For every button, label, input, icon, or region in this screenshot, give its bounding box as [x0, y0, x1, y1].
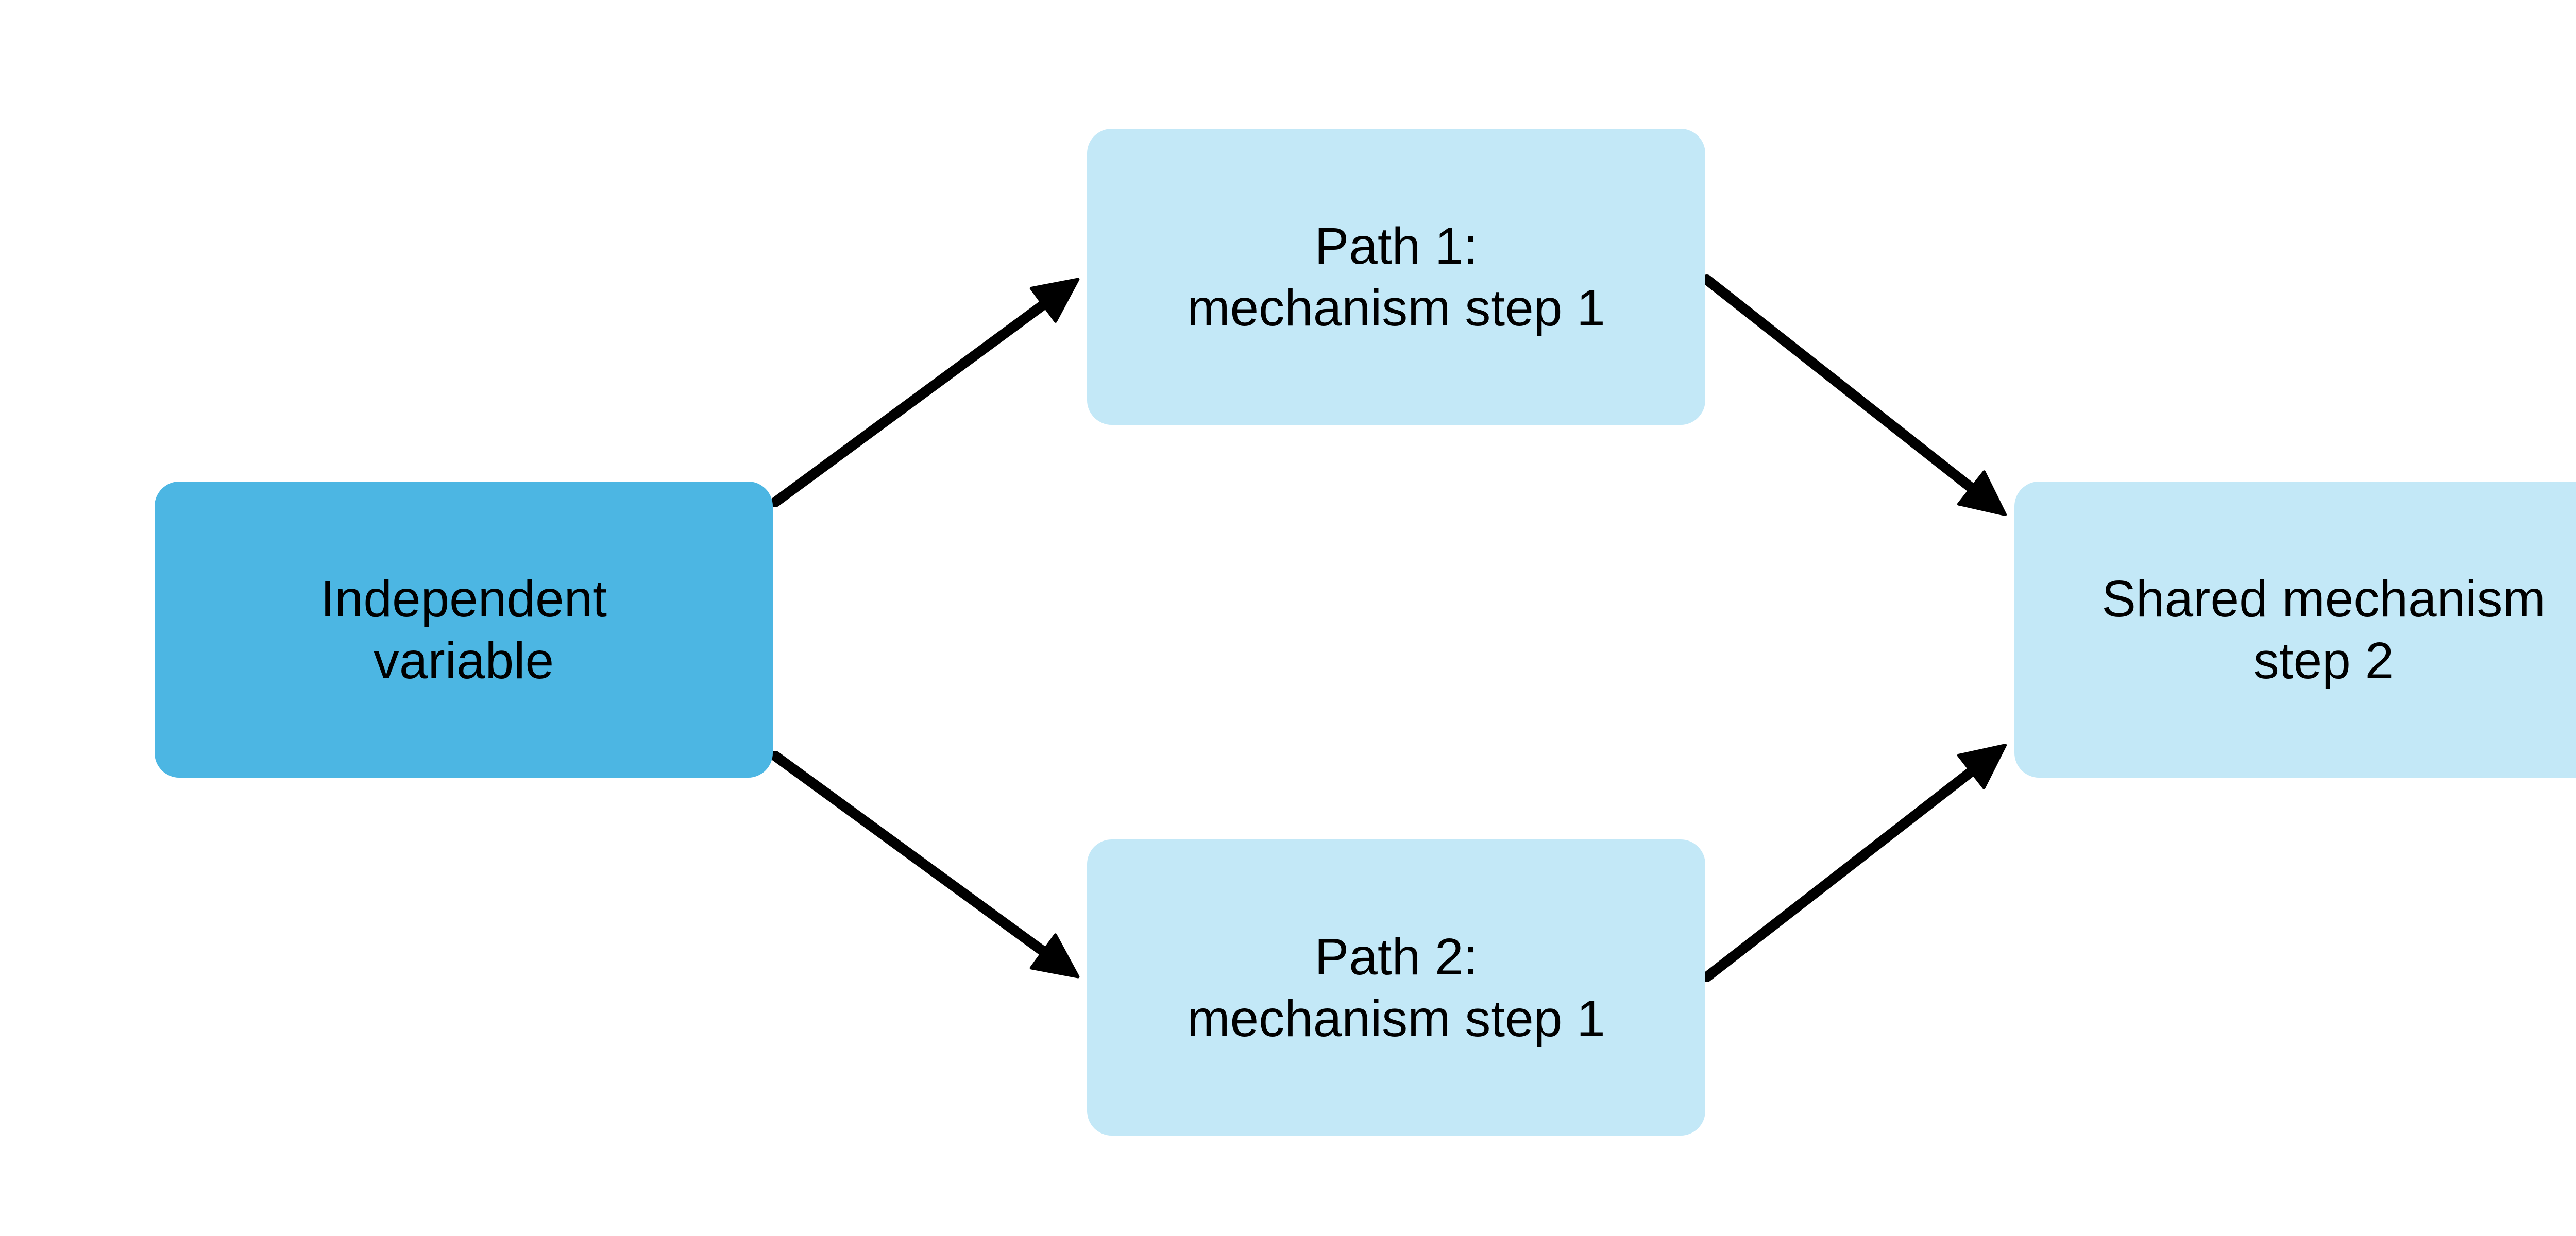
node-label-line: Path 1: [1314, 217, 1478, 275]
node-label-line: step 2 [2253, 631, 2394, 690]
edge-independent-to-path2 [770, 751, 1080, 978]
node-path-1-mechanism-step-1: Path 1: mechanism step 1 [1087, 129, 1705, 425]
node-label-line: Shared mechanism [2102, 570, 2546, 628]
node-path-2-mechanism-step-1: Path 2: mechanism step 1 [1087, 839, 1705, 1136]
edge-independent-to-path1 [770, 278, 1080, 507]
node-label-line: Path 2: [1314, 928, 1478, 986]
node-independent-variable: Independent variable [155, 482, 773, 778]
node-shared-mechanism-step-2: Shared mechanism step 2 [2014, 482, 2576, 778]
node-label-line: mechanism step 1 [1187, 279, 1605, 337]
node-label-line: variable [373, 631, 554, 690]
node-label-line: Independent [320, 570, 607, 628]
node-label-line: mechanism step 1 [1187, 989, 1605, 1048]
edge-path2-to-shared [1702, 744, 2007, 982]
edge-path1-to-shared [1702, 274, 2007, 517]
